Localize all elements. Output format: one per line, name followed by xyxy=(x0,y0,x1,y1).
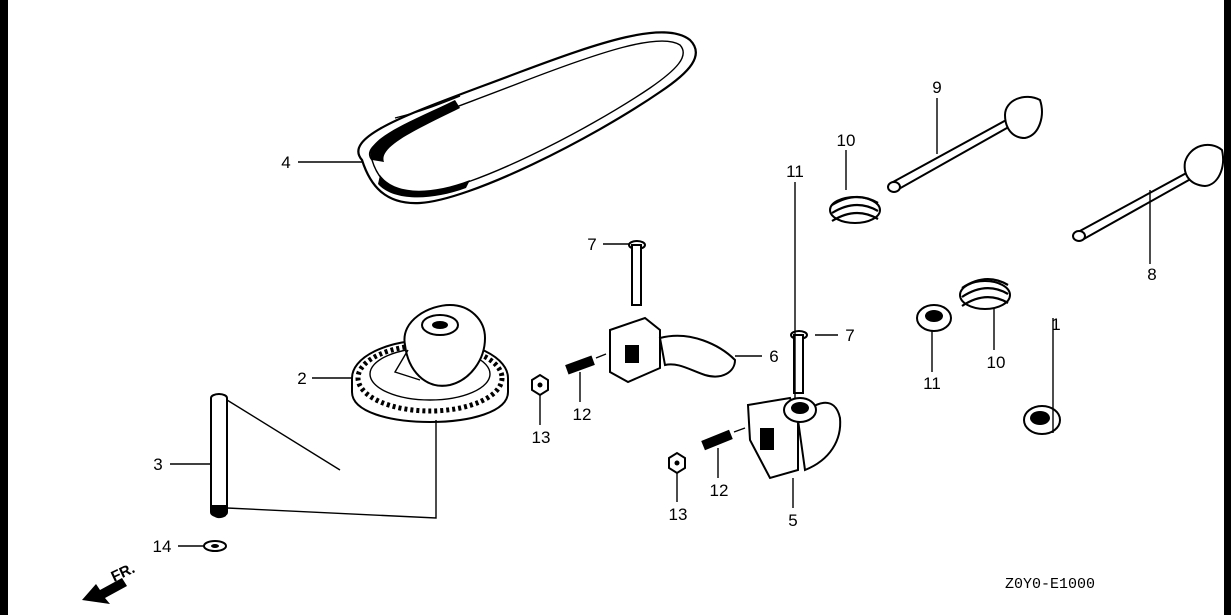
valve-spring-lower xyxy=(959,278,1011,310)
callout-2: 2 xyxy=(297,369,306,388)
pivot-bolt-lower xyxy=(790,330,808,394)
camshaft-pulley xyxy=(351,303,509,424)
right-border xyxy=(1224,0,1231,615)
callout-11-upper: 11 xyxy=(786,162,804,181)
callout-7-lower: 7 xyxy=(845,326,854,345)
callout-1: 1 xyxy=(1051,315,1060,334)
rocker-arm-upper xyxy=(609,316,737,384)
leader-lines xyxy=(170,98,1151,547)
front-label: FR. xyxy=(109,560,138,586)
front-direction-arrow: FR. xyxy=(82,560,138,604)
callout-10-upper: 10 xyxy=(837,131,856,150)
washer xyxy=(203,540,227,552)
callout-3: 3 xyxy=(153,455,162,474)
callout-10-lower: 10 xyxy=(987,353,1006,372)
valve-lower xyxy=(1072,143,1224,242)
callout-labels: 1 2 3 4 5 6 7 7 8 9 10 10 11 11 12 12 13… xyxy=(153,78,1157,556)
callout-5: 5 xyxy=(788,511,797,530)
lock-nut-lower xyxy=(668,451,686,475)
adjusting-screw-upper xyxy=(565,353,607,375)
belt-teeth xyxy=(370,100,460,162)
callout-13-upper: 13 xyxy=(532,428,551,447)
pivot-bolt-upper xyxy=(628,240,646,306)
callout-6: 6 xyxy=(769,347,778,366)
valve-rotator xyxy=(1023,405,1061,435)
left-border xyxy=(0,0,8,615)
callout-12-upper: 12 xyxy=(573,405,592,424)
callout-7-upper: 7 xyxy=(587,235,596,254)
callout-14: 14 xyxy=(153,537,172,556)
spring-retainer-lower xyxy=(916,304,952,332)
callout-4: 4 xyxy=(281,153,290,172)
timing-belt xyxy=(357,31,697,205)
callout-12-lower: 12 xyxy=(710,481,729,500)
valve-spring-upper xyxy=(829,195,881,224)
callout-8: 8 xyxy=(1147,265,1156,284)
callout-11-lower: 11 xyxy=(923,374,941,393)
spring-retainer-upper xyxy=(783,397,817,423)
belt-teeth-lower xyxy=(378,175,470,198)
lock-nut-upper xyxy=(531,373,549,397)
callout-13-lower: 13 xyxy=(669,505,688,524)
callout-9: 9 xyxy=(932,78,941,97)
cam-pin xyxy=(210,393,437,519)
drawing-code: Z0Y0-E1000 xyxy=(1005,576,1095,593)
front-arrow-icon xyxy=(82,578,127,604)
adjusting-screw-lower xyxy=(701,427,746,451)
valve-upper xyxy=(887,95,1043,193)
